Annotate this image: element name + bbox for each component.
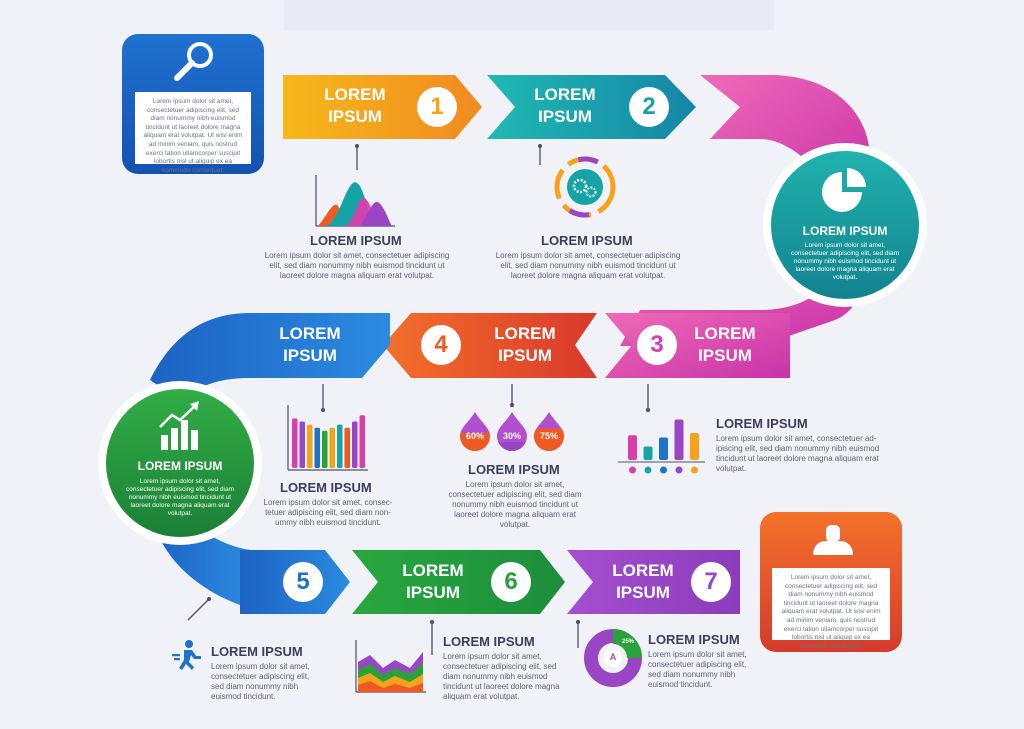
block-runner-text: Lorem ipsum dolor sit amet, consectetuer… <box>211 662 310 701</box>
bar-chart-3-bar <box>659 437 668 460</box>
block-1-title: LOREM IPSUM <box>310 233 402 248</box>
bar-chart-3-bar <box>628 435 637 460</box>
magnifier-icon <box>174 42 213 81</box>
block-3-text: Lorem ipsum dolor sit amet, consectetuer… <box>716 434 880 473</box>
block-3-title: LOREM IPSUM <box>716 416 808 431</box>
pie-circle <box>771 151 919 299</box>
bar-chart-4-bar <box>292 418 298 468</box>
block-4-title: LOREM IPSUM <box>468 462 560 477</box>
bar-chart-3-bar <box>643 446 653 460</box>
step-2-number: 2 <box>629 87 669 127</box>
bar-chart-4 <box>292 415 365 468</box>
growth-circle-title: LOREM IPSUM <box>137 459 223 473</box>
blue-connector-top <box>150 313 390 400</box>
step-5-number: 5 <box>283 562 323 602</box>
bar-chart-3-dot <box>660 466 667 474</box>
step-4-label: LOREM IPSUM <box>494 324 556 365</box>
bar-chart-4-bar <box>299 421 305 468</box>
bar-chart-4-bar <box>337 424 343 468</box>
connector-dots <box>207 144 650 624</box>
bar-chart-4-axes <box>287 405 368 471</box>
drop-charts <box>460 412 564 451</box>
bottom-card-text: Lorem ipsum dolor sit amet, consectetuer… <box>772 568 890 650</box>
donut-center-label: A <box>609 652 617 662</box>
bar-chart-4-bar <box>314 427 320 468</box>
bar-chart-3-dot <box>629 466 636 474</box>
bar-chart-4-bar <box>307 424 313 468</box>
pie-circle-text: Lorem ipsum dolor sit amet, consectetuer… <box>790 242 900 281</box>
drop-fill <box>534 428 564 451</box>
block-6-title: LOREM IPSUM <box>443 634 535 649</box>
stacked-area-chart <box>355 640 426 693</box>
step-7-label: LOREM IPSUM <box>612 561 674 602</box>
block-7-text: Lorem ipsum dolor sit amet, consectetuer… <box>648 650 747 689</box>
step-1-label: LOREM IPSUM <box>324 85 386 126</box>
bar-chart-4-bar <box>344 427 350 468</box>
block-5-title: LOREM IPSUM <box>280 480 372 495</box>
growth-chart-icon <box>159 401 199 450</box>
running-person-icon <box>172 640 201 670</box>
background-shade <box>284 0 774 30</box>
drop-shape <box>497 412 527 451</box>
connector-lines <box>187 146 649 655</box>
drop-fill <box>498 442 526 451</box>
block-1-text: Lorem ipsum dolor sit amet, consectetuer… <box>264 251 450 280</box>
top-card-text: Lorem ipsum dolor sit amet, consectetuer… <box>135 92 251 174</box>
step-2-label: LOREM IPSUM <box>534 85 596 126</box>
step-7-number: 7 <box>691 562 731 602</box>
block-2-title: LOREM IPSUM <box>541 233 633 248</box>
drop-1-label: 60% <box>465 431 484 441</box>
bar-chart-4-bar <box>329 427 335 468</box>
block-runner-title: LOREM IPSUM <box>211 644 303 659</box>
step-6-number: 6 <box>491 562 531 602</box>
bar-chart-3-dot <box>644 466 652 474</box>
person-icon <box>813 525 853 555</box>
bar-chart-3-dot <box>675 466 683 474</box>
bar-chart-4-bar <box>322 430 328 468</box>
growth-circle-text: Lorem ipsum dolor sit amet, consectetuer… <box>125 478 235 517</box>
gears-icon <box>554 156 616 218</box>
area-chart <box>315 175 395 227</box>
block-5-text: Lorem ipsum dolor sit amet, consec- tetu… <box>263 498 393 527</box>
bar-chart-4-bar <box>352 421 358 468</box>
bar-chart-3-bar <box>690 433 699 460</box>
drop-3-label: 75% <box>539 431 558 441</box>
pie-chart-icon <box>822 168 866 212</box>
drop-fill <box>460 433 490 451</box>
step-7-arrow <box>567 550 740 614</box>
block-6-text: Lorem ipsum dolor sit amet, consectetuer… <box>443 652 560 701</box>
growth-circle <box>106 389 254 537</box>
bar-chart-4-bar <box>359 415 365 468</box>
step-3-number: 3 <box>637 325 677 365</box>
blue-connector-label: LOREM IPSUM <box>279 324 341 365</box>
step-4-number: 4 <box>421 325 461 365</box>
block-7-title: LOREM IPSUM <box>648 632 740 647</box>
donut-value-label: 25% <box>621 639 634 645</box>
drop-2-label: 30% <box>502 431 521 441</box>
step-6-label: LOREM IPSUM <box>402 561 464 602</box>
bar-chart-3 <box>628 419 699 474</box>
step-3-label: LOREM IPSUM <box>694 324 756 365</box>
pie-circle-title: LOREM IPSUM <box>802 224 888 238</box>
block-4-text: Lorem ipsum dolor sit amet, consectetuer… <box>448 480 582 529</box>
donut-chart <box>584 629 642 687</box>
block-2-text: Lorem ipsum dolor sit amet, consectetuer… <box>495 251 681 280</box>
bar-chart-3-bar <box>674 419 684 460</box>
bar-chart-3-dot <box>691 466 698 474</box>
step-1-number: 1 <box>417 87 457 127</box>
